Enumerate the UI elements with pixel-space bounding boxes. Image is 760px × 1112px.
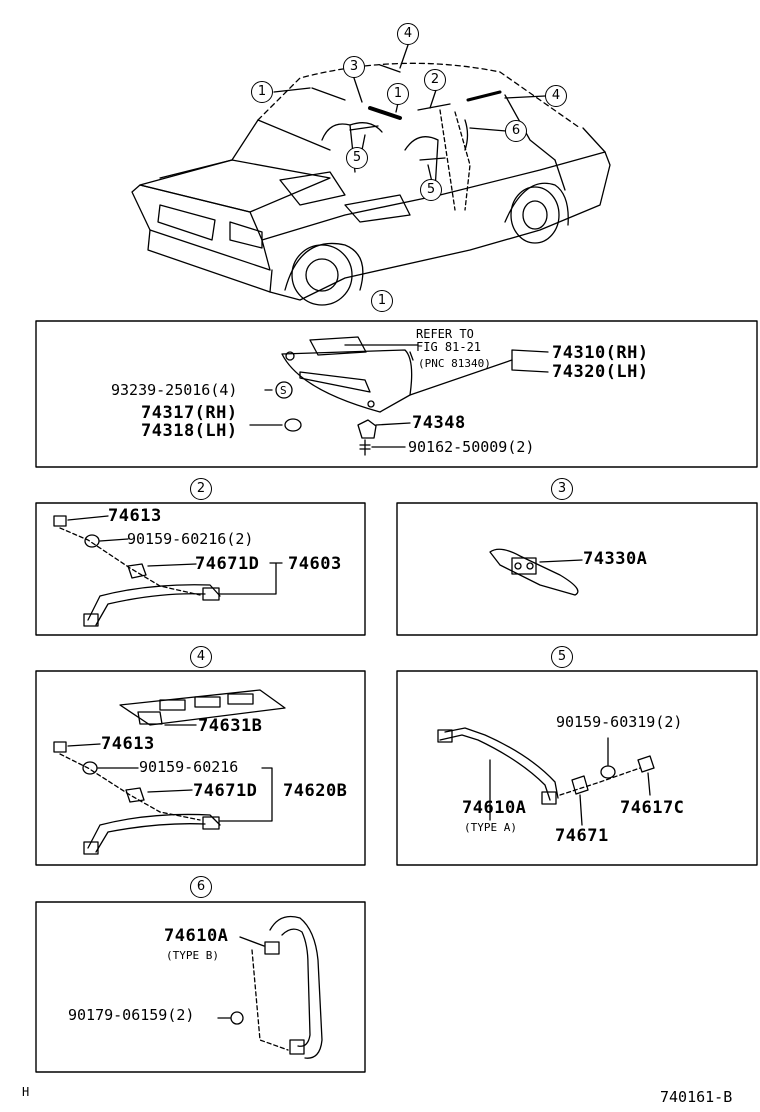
section-6-drawing (35, 901, 366, 1073)
part-74613-s4[interactable]: 74613 (101, 734, 155, 754)
section-4-number: 4 (190, 646, 212, 668)
car-callout-2[interactable]: 2 (424, 69, 446, 91)
screw-symbol-s: S (280, 384, 287, 397)
section-3-drawing (396, 502, 758, 636)
part-74318-lh[interactable]: 74318(LH) (141, 421, 238, 441)
part-74310-rh[interactable]: 74310(RH) (552, 343, 649, 363)
part-90179-06159[interactable]: 90179-06159(2) (68, 1006, 195, 1024)
part-74348[interactable]: 74348 (412, 413, 466, 433)
section-2-number: 2 (190, 478, 212, 500)
part-74631b[interactable]: 74631B (198, 716, 263, 736)
car-callout-3[interactable]: 3 (343, 56, 365, 78)
section-2-drawing (35, 502, 366, 636)
car-callout-4-right[interactable]: 4 (545, 85, 567, 107)
part-74603[interactable]: 74603 (288, 554, 342, 574)
part-74317-rh[interactable]: 74317(RH) (141, 403, 238, 423)
car-callout-6[interactable]: 6 (505, 120, 527, 142)
part-90159-60319[interactable]: 90159-60319(2) (556, 713, 683, 731)
section-4-drawing (35, 670, 366, 866)
part-74617c[interactable]: 74617C (620, 798, 685, 818)
part-74330a[interactable]: 74330A (583, 549, 648, 569)
part-74610a-s6[interactable]: 74610A (164, 926, 229, 946)
type-a-label: (TYPE A) (464, 821, 517, 834)
refer-line-2[interactable]: FIG 81-21 (416, 340, 482, 354)
car-callout-4-top[interactable]: 4 (397, 23, 419, 45)
footer-left-mark: H (22, 1085, 30, 1099)
part-74613-s2[interactable]: 74613 (108, 506, 162, 526)
car-illustration (131, 44, 611, 306)
part-74620b[interactable]: 74620B (283, 781, 348, 801)
type-b-label: (TYPE B) (166, 949, 219, 962)
refer-line-3: (PNC 81340) (418, 357, 491, 370)
section-5-number: 5 (551, 646, 573, 668)
part-74671-s5[interactable]: 74671 (555, 826, 609, 846)
part-74610a-s5[interactable]: 74610A (462, 798, 527, 818)
part-93239-25016[interactable]: 93239-25016(4) (111, 381, 238, 399)
part-90159-60216-s4[interactable]: 90159-60216 (139, 758, 239, 776)
part-90159-60216-s2[interactable]: 90159-60216(2) (127, 530, 254, 548)
part-74320-lh[interactable]: 74320(LH) (552, 362, 649, 382)
part-74671d-s2[interactable]: 74671D (195, 554, 260, 574)
section-5-drawing (396, 670, 758, 866)
section-6-number: 6 (190, 876, 212, 898)
car-callout-1-center[interactable]: 1 (387, 83, 409, 105)
figure-code: 740161-B (660, 1088, 733, 1106)
part-74671d-s4[interactable]: 74671D (193, 781, 258, 801)
car-callout-1-left[interactable]: 1 (251, 81, 273, 103)
part-90162-50009[interactable]: 90162-50009(2) (408, 438, 535, 456)
section-1-drawing (35, 320, 758, 468)
car-callout-5-left[interactable]: 5 (346, 147, 368, 169)
section-3-number: 3 (551, 478, 573, 500)
refer-line-1: REFER TO (416, 327, 474, 341)
car-callout-5-right[interactable]: 5 (420, 179, 442, 201)
section-1-number: 1 (371, 290, 393, 312)
